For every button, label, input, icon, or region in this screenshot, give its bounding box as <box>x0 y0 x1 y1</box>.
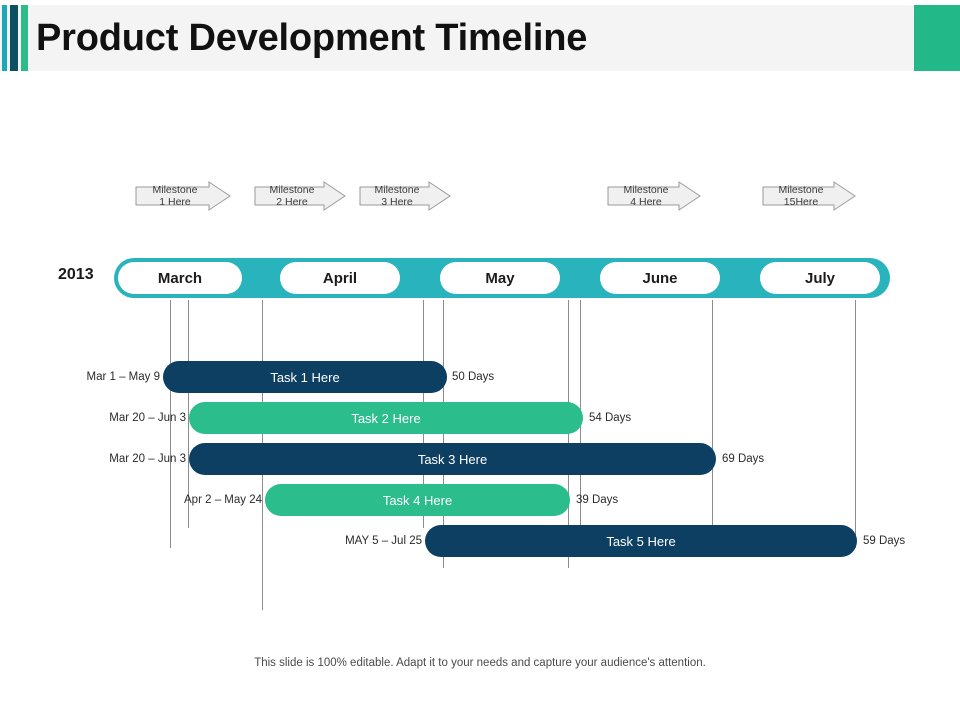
task-bar-4[interactable]: Task 4 Here <box>265 484 570 516</box>
task-bar-2[interactable]: Task 2 Here <box>189 402 583 434</box>
header-stripe-teal <box>2 5 7 71</box>
task-bar-5[interactable]: Task 5 Here <box>425 525 857 557</box>
year-label: 2013 <box>58 266 94 283</box>
header-band <box>0 5 960 71</box>
month-pill-may[interactable]: May <box>440 262 560 294</box>
task-4-duration: 39 Days <box>576 494 619 506</box>
milestone-arrow-icon <box>135 181 231 211</box>
milestone-arrow-icon <box>762 181 856 211</box>
milestone-arrow-icon <box>359 181 451 211</box>
month-pill-june[interactable]: June <box>600 262 720 294</box>
task-bar-1[interactable]: Task 1 Here <box>163 361 447 393</box>
timeline-gridline-6 <box>568 300 569 568</box>
timeline-gridline-2 <box>188 300 189 528</box>
header-accent-block <box>914 5 960 71</box>
month-pill-july[interactable]: July <box>760 262 880 294</box>
task-5-date-range: MAY 5 – Jul 25 <box>345 535 422 547</box>
header-stripe-green <box>21 5 28 71</box>
task-1-duration: 50 Days <box>452 371 495 383</box>
timeline-gridline-1 <box>170 300 171 548</box>
timeline-gridline-9 <box>855 300 856 548</box>
milestone-arrow-icon <box>254 181 346 211</box>
footer-note: This slide is 100% editable. Adapt it to… <box>254 657 706 669</box>
month-pill-april[interactable]: April <box>280 262 400 294</box>
task-2-duration: 54 Days <box>589 412 632 424</box>
milestone-arrow-icon <box>607 181 701 211</box>
task-1-date-range: Mar 1 – May 9 <box>86 371 161 383</box>
task-3-duration: 69 Days <box>722 453 765 465</box>
timeline-gridline-5 <box>443 300 444 568</box>
page-title: Product Development Timeline <box>36 16 588 59</box>
task-5-duration: 59 Days <box>863 535 906 547</box>
header-stripe-navy <box>10 5 18 71</box>
task-4-date-range: Apr 2 – May 24 <box>184 494 262 506</box>
task-2-date-range: Mar 20 – Jun 3 <box>109 412 186 424</box>
task-bar-3[interactable]: Task 3 Here <box>189 443 716 475</box>
timeline-gridline-8 <box>712 300 713 528</box>
month-pill-march[interactable]: March <box>118 262 242 294</box>
task-3-date-range: Mar 20 – Jun 3 <box>109 453 186 465</box>
